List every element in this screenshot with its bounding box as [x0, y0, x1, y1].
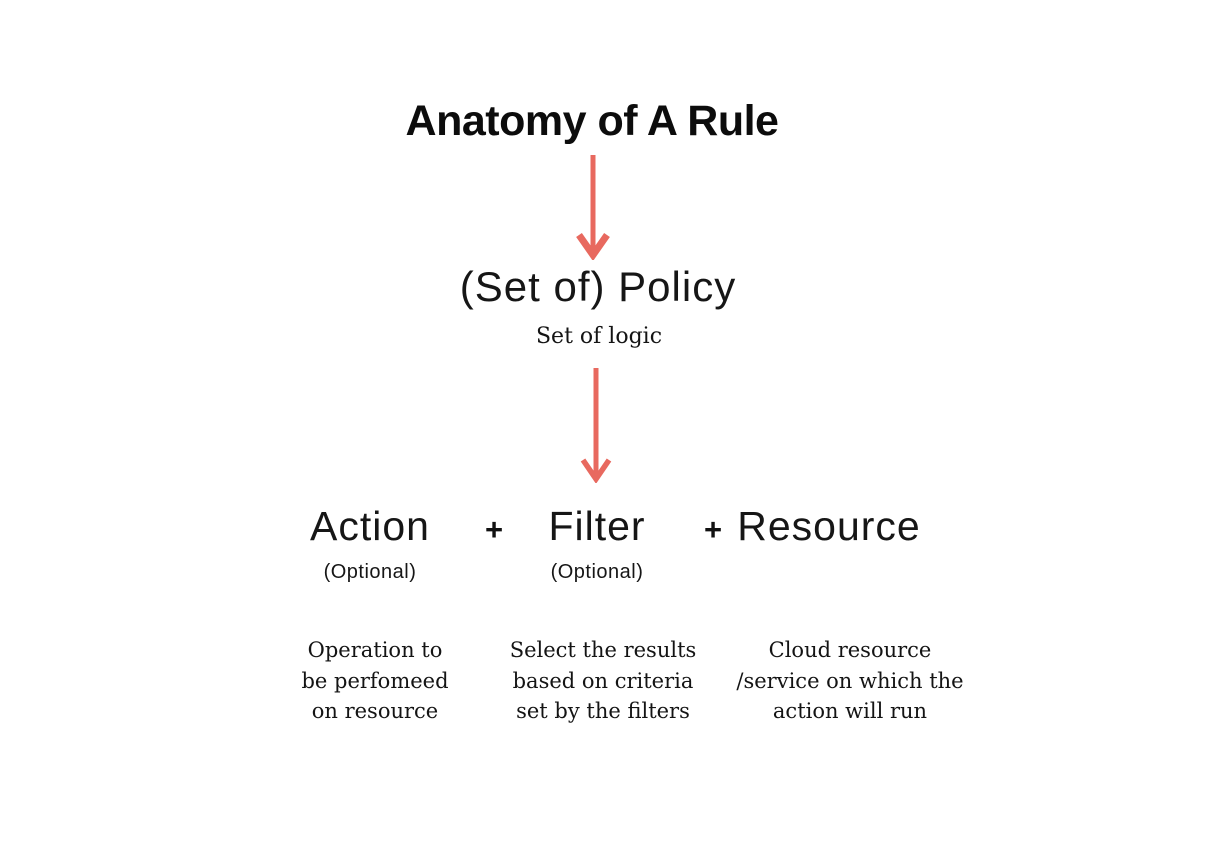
filter-label: Filter — [548, 503, 646, 549]
arrow-down-icon — [576, 155, 610, 260]
filter-optional-tag: (Optional) — [550, 561, 644, 583]
plus-operator: + — [484, 512, 504, 547]
policy-sublabel: Set of logic — [535, 324, 663, 349]
diagram-title: Anatomy of A Rule — [405, 97, 779, 145]
filter-description: Select the results based on criteria set… — [509, 638, 697, 723]
plus-operator: + — [703, 512, 723, 547]
action-optional-tag: (Optional) — [323, 561, 417, 583]
action-description: Operation to be perfomeed on resource — [301, 638, 449, 723]
policy-label: (Set of) Policy — [459, 263, 737, 310]
action-label: Action — [310, 503, 430, 549]
resource-label: Resource — [737, 503, 921, 549]
resource-description: Cloud resource /service on which the act… — [736, 638, 964, 723]
arrow-down-icon — [580, 368, 612, 483]
